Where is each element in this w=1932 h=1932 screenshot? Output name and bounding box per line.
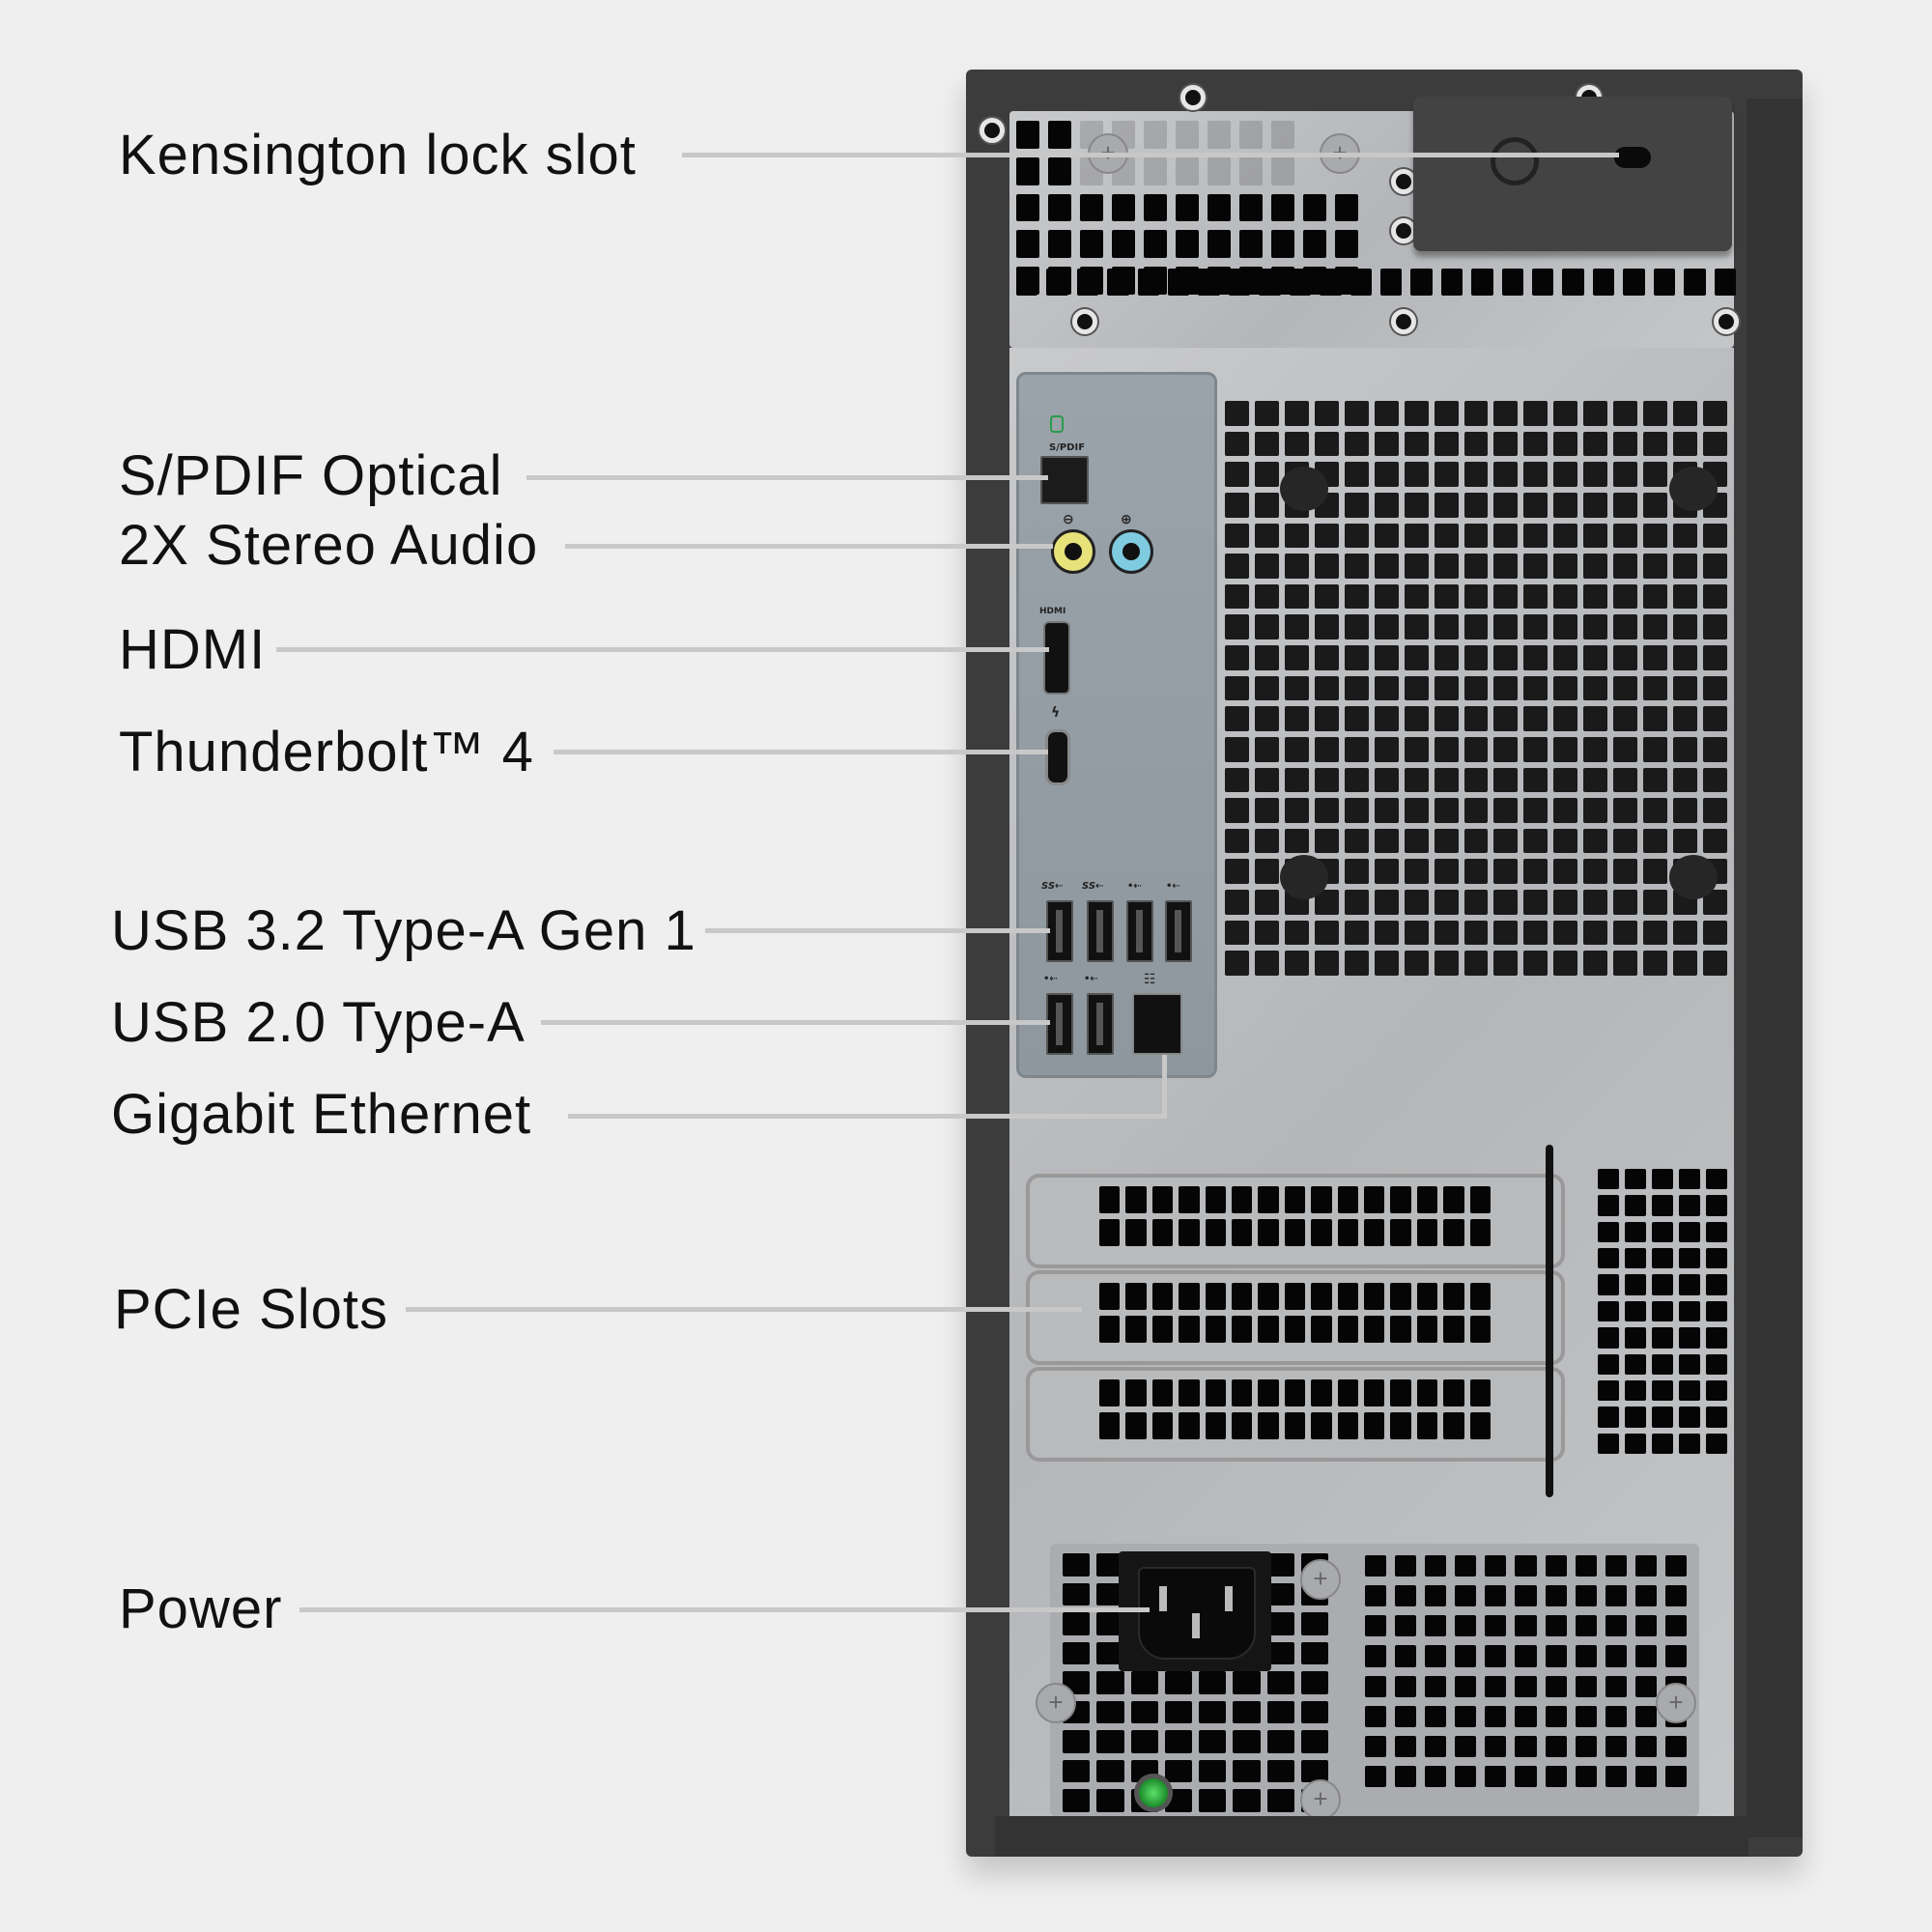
thunderbolt-4-port[interactable] — [1045, 729, 1070, 785]
psu-screw: + — [1300, 1559, 1341, 1600]
usb-power-icon: •⇠ — [1043, 974, 1058, 984]
label-stereo-audio: 2X Stereo Audio — [119, 513, 539, 577]
label-spdif-optical: S/PDIF Optical — [119, 443, 503, 507]
psu-screw: + — [1656, 1683, 1696, 1723]
leader-ethernet — [568, 1114, 1167, 1119]
usb-2.0-port-upper-2[interactable] — [1165, 900, 1192, 962]
pcie-retention-latch[interactable] — [1546, 1145, 1553, 1497]
screw-hole — [1714, 309, 1739, 334]
usb-icon: •⇠ — [1127, 881, 1142, 892]
side-vent-grille — [1598, 1169, 1727, 1454]
label-power: Power — [119, 1577, 283, 1640]
label-gigabit-ethernet: Gigabit Ethernet — [111, 1082, 532, 1146]
hdmi-port[interactable] — [1043, 621, 1070, 695]
power-pin — [1192, 1613, 1200, 1638]
case-side-panel — [1747, 99, 1803, 1837]
spdif-marking: S/PDIF — [1049, 442, 1086, 453]
optical-led-icon — [1050, 415, 1064, 433]
pcie-slot-1-vent — [1099, 1186, 1491, 1246]
label-kensington-lock: Kensington lock slot — [119, 123, 637, 186]
screw-hole — [980, 118, 1005, 143]
audio-out-icon: ⊖ — [1063, 512, 1074, 527]
label-usb-2.0: USB 2.0 Type-A — [111, 990, 526, 1054]
power-socket — [1138, 1567, 1256, 1660]
label-thunderbolt-4: Thunderbolt™ 4 — [119, 720, 534, 783]
network-icon: ☷ — [1144, 972, 1156, 987]
label-pcie-slots: PCIe Slots — [114, 1277, 388, 1341]
screw-hole — [1391, 309, 1416, 334]
usb-icon: •⇠ — [1166, 881, 1180, 892]
audio-in-jack[interactable] — [1109, 529, 1153, 574]
leader-thunderbolt — [554, 750, 1048, 754]
leader-spdif — [526, 475, 1048, 480]
psu-vent-right — [1365, 1555, 1687, 1787]
audio-in-icon: ⊕ — [1121, 512, 1132, 527]
leader-usb32 — [705, 928, 1050, 933]
kensington-lock-housing — [1413, 97, 1732, 251]
lock-slot-icon — [1491, 137, 1539, 185]
fan-grille — [1225, 401, 1727, 976]
usb-ss-icon: SS⇠ — [1041, 881, 1064, 892]
case-base — [995, 1816, 1748, 1857]
usb-2.0-port-lower-2[interactable] — [1087, 993, 1114, 1055]
kensington-lock-slot[interactable] — [1614, 147, 1651, 168]
psu-screw: + — [1036, 1683, 1076, 1723]
power-led-indicator — [1134, 1774, 1173, 1812]
leader-hdmi — [276, 647, 1049, 652]
usb-2.0-port-upper-1[interactable] — [1126, 900, 1153, 962]
usb-ss-icon: SS⇠ — [1082, 881, 1104, 892]
pcie-slot-2-vent — [1099, 1283, 1491, 1343]
leader-pcie — [406, 1307, 1082, 1312]
leader-usb20 — [541, 1020, 1050, 1025]
usb-3.2-port-2[interactable] — [1087, 900, 1114, 962]
fan-mount-pad — [1280, 467, 1328, 511]
usb-2.0-port-lower-1[interactable] — [1046, 993, 1073, 1055]
label-usb-3.2: USB 3.2 Type-A Gen 1 — [111, 898, 696, 962]
thunderbolt-icon: ϟ — [1051, 705, 1061, 721]
power-pin — [1225, 1586, 1233, 1611]
leader-power — [299, 1607, 1150, 1612]
label-hdmi: HDMI — [119, 617, 267, 681]
power-pin — [1159, 1586, 1167, 1611]
screw-hole — [1180, 85, 1206, 110]
usb-power-icon: •⇠ — [1084, 974, 1098, 984]
hdmi-marking: HDMI — [1039, 607, 1066, 616]
fan-mount-pad — [1280, 855, 1328, 899]
top-vent-bottom-row — [1016, 269, 1736, 296]
leader-audio — [565, 544, 1053, 549]
fan-mount-pad — [1669, 855, 1718, 899]
screw-hole — [1072, 309, 1097, 334]
leader-ethernet-vertical — [1162, 1055, 1167, 1119]
psu-screw: + — [1300, 1779, 1341, 1820]
leader-kensington — [682, 153, 1619, 157]
ethernet-port[interactable] — [1132, 993, 1182, 1055]
spdif-optical-port[interactable] — [1040, 456, 1089, 504]
audio-out-jack[interactable] — [1051, 529, 1095, 574]
pcie-slot-3-vent — [1099, 1379, 1491, 1439]
fan-mount-pad — [1669, 467, 1718, 511]
usb-3.2-port-1[interactable] — [1046, 900, 1073, 962]
